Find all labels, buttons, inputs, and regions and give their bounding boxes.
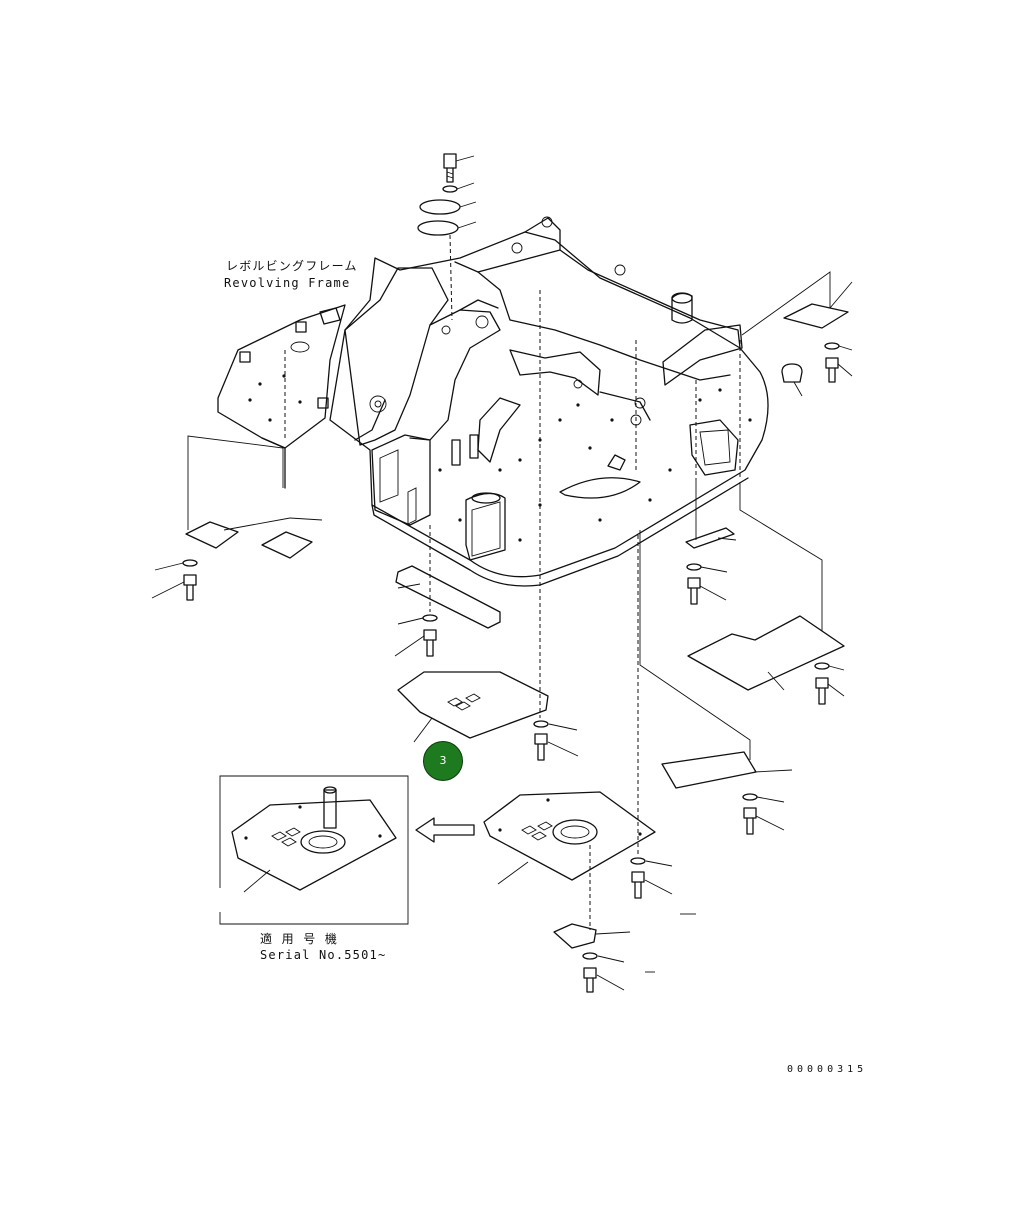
right-large-cover-assembly [687,482,845,705]
inset-earlier-variant [219,775,409,925]
bottom-gasket-assembly [553,845,655,993]
right-strip-assembly [685,478,737,605]
arrow-left-icon [415,817,475,843]
revolving-frame [217,216,769,587]
applicable-label-jp: 適 用 号 機 [260,932,339,946]
center-left-strip-assembly [394,525,501,657]
center-under-cover [397,470,579,761]
frame-label-jp: レボルビングフレーム [226,259,358,273]
drawing-code: 00000315 [787,1064,868,1075]
serial-label: Serial No.5501~ [260,948,387,962]
frame-label-en: Revolving Frame [224,276,351,290]
right-top-cover-assembly [741,271,853,397]
lower-center-cover [483,535,696,915]
left-cover-assembly [151,435,323,601]
right-lower-cover-assembly [639,530,793,835]
callout-badge-3[interactable]: 3 [423,741,463,781]
top-cover-assembly [417,153,477,321]
guide-lines [284,290,741,480]
